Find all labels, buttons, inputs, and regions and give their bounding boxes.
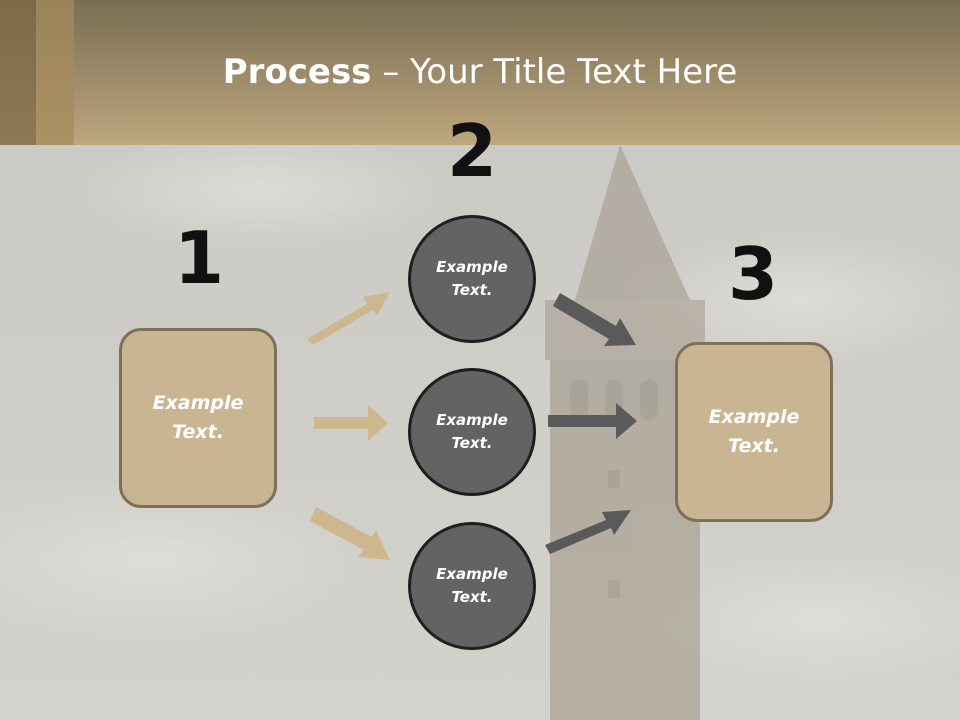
circle-middle: Example Text. [408, 368, 536, 496]
arrow-middle-to-right [548, 403, 637, 439]
arrow-left-to-bottom [310, 507, 390, 560]
arrow-bottom-to-right [545, 510, 631, 554]
arrow-left-to-top [307, 292, 390, 345]
circle-bottom-label: Example Text. [436, 563, 508, 609]
right-process-box: Example Text. [675, 342, 833, 522]
arrow-left-to-middle [314, 405, 388, 441]
left-box-label: Example Text. [153, 389, 244, 447]
left-process-box: Example Text. [119, 328, 277, 508]
circle-top: Example Text. [408, 215, 536, 343]
right-box-label: Example Text. [709, 403, 800, 461]
circle-middle-label: Example Text. [436, 409, 508, 455]
circle-bottom: Example Text. [408, 522, 536, 650]
arrow-top-to-right [553, 293, 636, 346]
circle-top-label: Example Text. [436, 256, 508, 302]
